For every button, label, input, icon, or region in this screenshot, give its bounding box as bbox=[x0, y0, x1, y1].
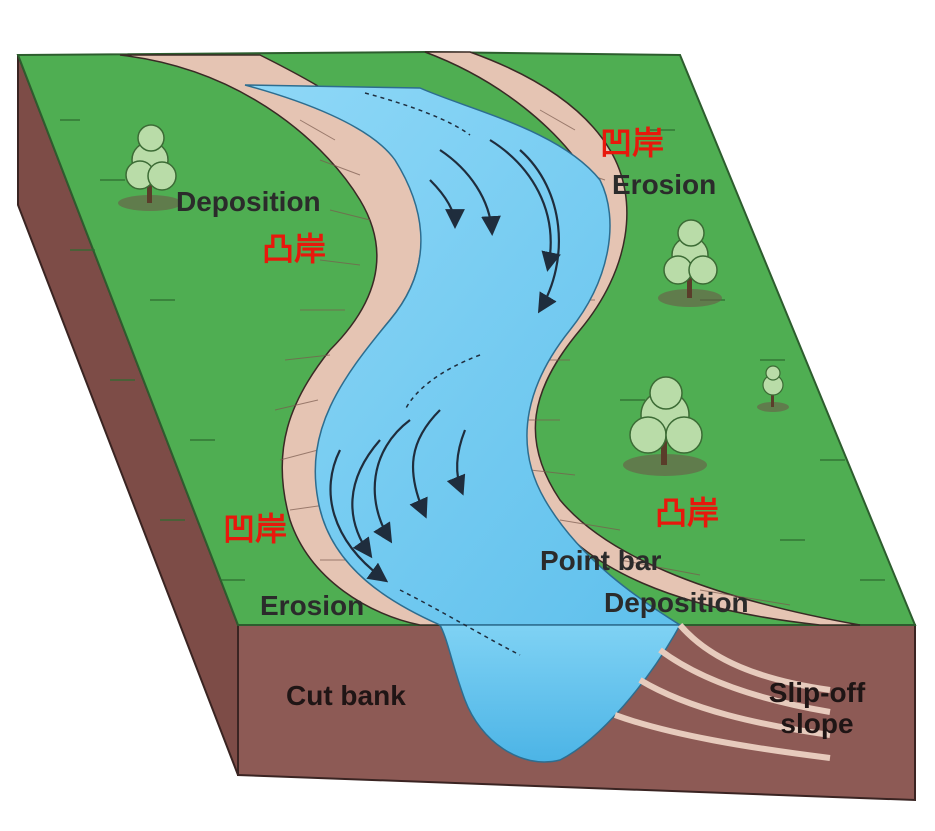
label-convex-bank-left: 凸岸 bbox=[262, 233, 326, 265]
label-slip-off-slope: Slip-off slope bbox=[762, 678, 872, 740]
label-erosion-top-right: Erosion bbox=[612, 170, 716, 201]
label-slip-off-line2: slope bbox=[762, 709, 872, 740]
label-concave-bank-left: 凹岸 bbox=[223, 513, 287, 545]
label-point-bar: Point bar bbox=[540, 546, 661, 577]
label-convex-bank-right: 凸岸 bbox=[655, 497, 719, 529]
label-cut-bank: Cut bank bbox=[286, 681, 406, 712]
label-erosion-left: Erosion bbox=[260, 591, 364, 622]
label-deposition-left: Deposition bbox=[176, 187, 321, 218]
label-deposition-right: Deposition bbox=[604, 588, 749, 619]
label-concave-bank-top: 凹岸 bbox=[600, 127, 664, 159]
label-slip-off-line1: Slip-off bbox=[762, 678, 872, 709]
